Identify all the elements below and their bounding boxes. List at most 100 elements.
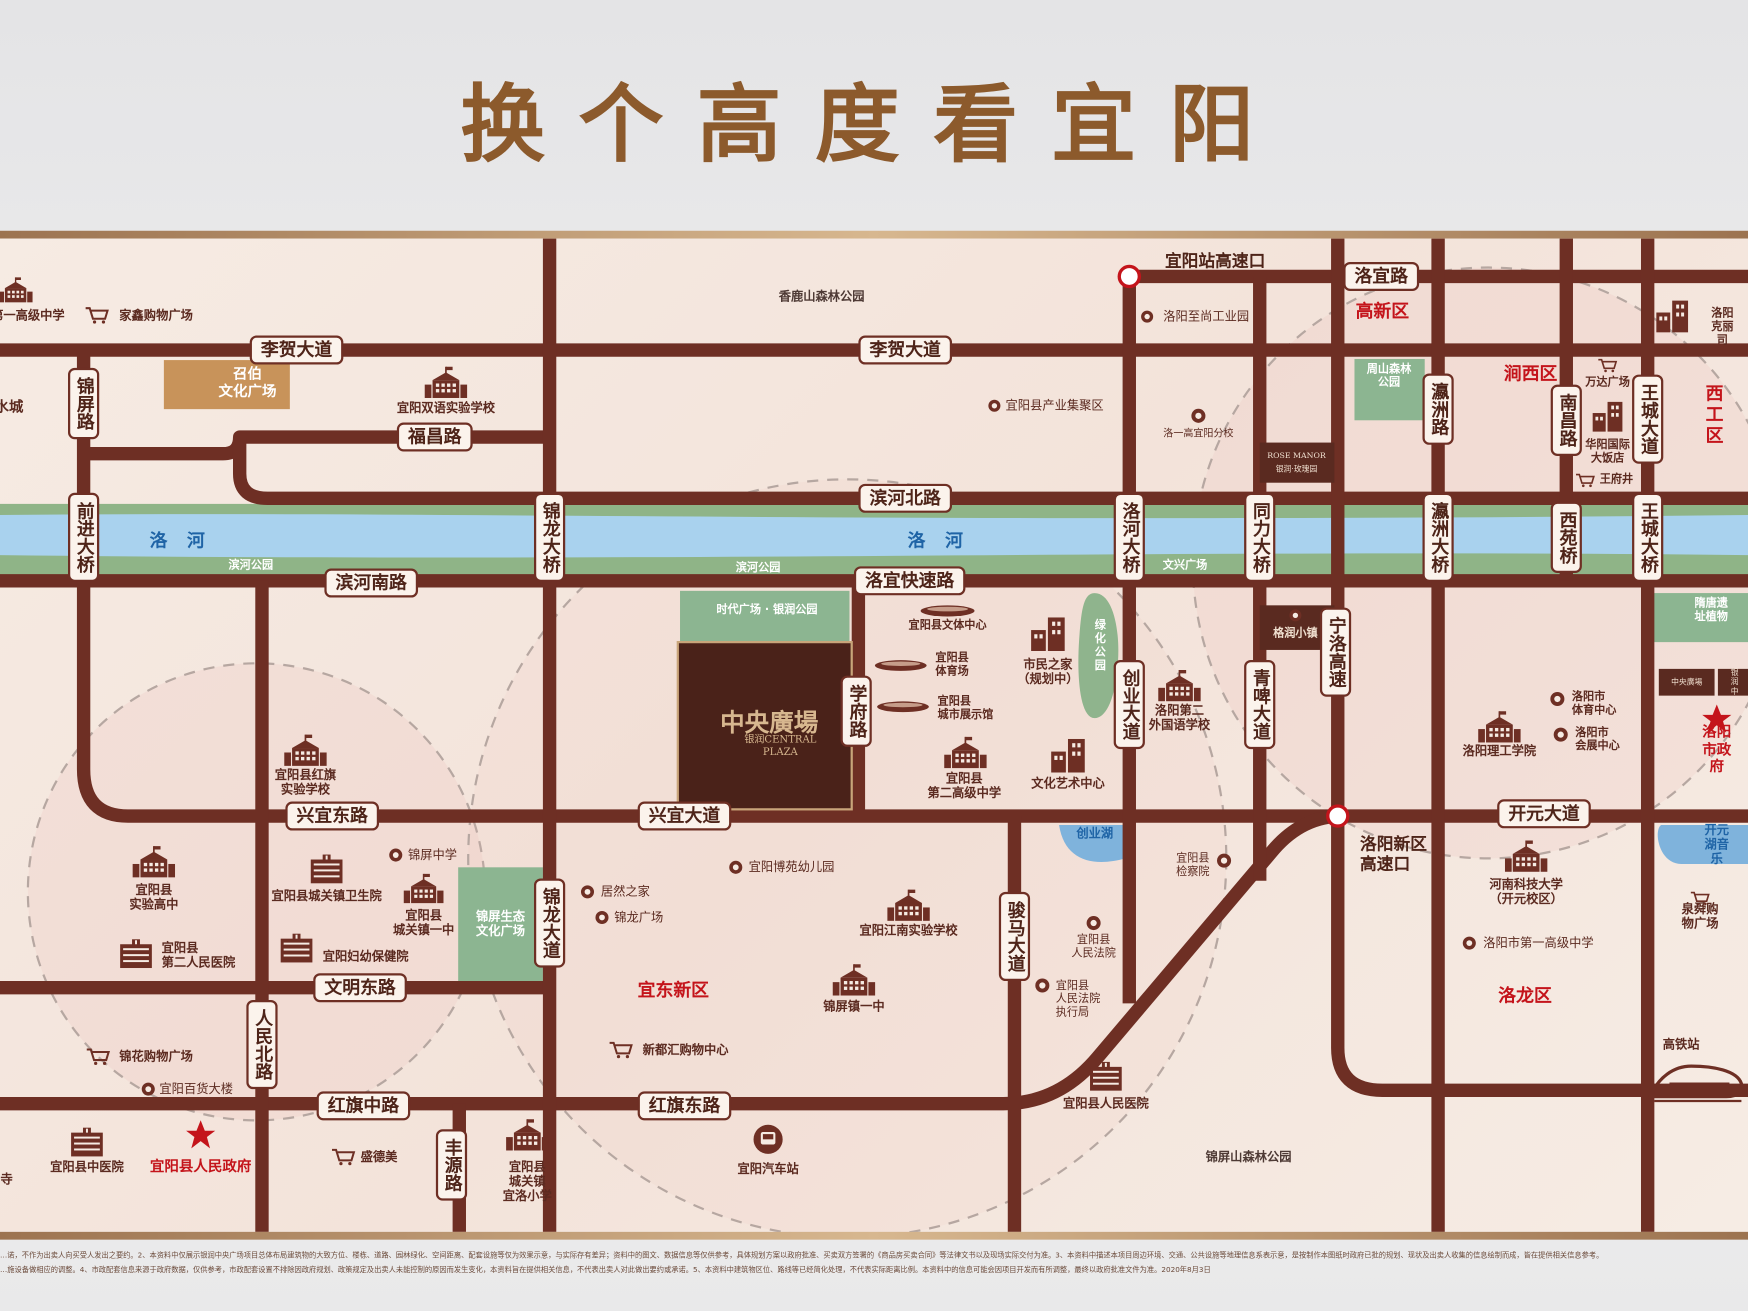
road-xingyi <box>76 350 1748 823</box>
poi-label: 文化艺术中心 <box>1031 776 1105 791</box>
bus-icon <box>752 1124 783 1155</box>
road-label-hongqi-middle: 红旗中路 <box>316 1091 411 1121</box>
road-label-chuangye: 创业大道 <box>1113 659 1145 750</box>
bridge-label-xiyuan: 西苑桥 <box>1550 501 1582 574</box>
road-binhe-north <box>232 437 1748 506</box>
road-ningluo-loop <box>1331 238 1748 1097</box>
rose-manor-cn: 银润·玫瑰园 <box>1275 464 1318 474</box>
poi-label: 宜阳双语实验学校 <box>396 400 495 416</box>
school-icon <box>943 735 988 771</box>
mini-project-box <box>1658 668 1715 696</box>
school-icon <box>1504 838 1549 874</box>
badge-icon <box>389 848 403 862</box>
park-zhoushan: 周山森林公园 <box>1366 363 1412 390</box>
park-jinpingshan: 锦屏山森林公园 <box>1205 1149 1292 1165</box>
poi-label: 新都汇购物中心 <box>642 1042 729 1058</box>
plaza-zhaobo: 召伯 文化广场 <box>218 366 277 401</box>
poi-label: 宜阳县 第二高级中学 <box>927 771 1002 801</box>
poi-label: 锦屏中学 <box>408 847 458 863</box>
badge-icon <box>1191 408 1207 424</box>
poi-label: 家鑫购物广场 <box>119 308 193 323</box>
district-xigong: 西工区 <box>1705 382 1724 447</box>
road-hongqi <box>0 809 1339 1111</box>
badge-icon <box>1086 915 1102 931</box>
gov-luoyang: 洛阳市政府 <box>1702 724 1732 776</box>
poi-label: 宜阳县 实验高中 <box>129 882 179 912</box>
bridge-label-jinlong: 锦龙大桥 <box>533 492 566 582</box>
poi-label: 洛阳市第一高级中学 <box>1483 935 1594 951</box>
badge-icon <box>595 910 609 924</box>
poi-label: 水城 <box>0 399 24 417</box>
expressway-exit-marker <box>1326 804 1350 828</box>
poi-label: 宜阳县中医院 <box>50 1159 124 1175</box>
badge-icon <box>1140 310 1153 323</box>
poi-label: 宜阳县 检察院 <box>1176 852 1210 879</box>
poi-label: 寺 <box>0 1172 13 1187</box>
poi-label: 洛阳至尚工业园 <box>1163 309 1250 324</box>
park-xianglushan: 香鹿山森林公园 <box>778 289 865 304</box>
district-gaoxin: 高新区 <box>1355 300 1410 322</box>
district-yidong: 宜东新区 <box>637 979 710 1001</box>
poi-label: 洛阳理工学院 <box>1462 744 1537 759</box>
badge-icon <box>988 399 1001 412</box>
bridge-label-wangcheng: 王城大桥 <box>1632 492 1664 582</box>
road-label-ningluo: 宁洛高速 <box>1319 607 1352 697</box>
poi-label: 万达广场 <box>1585 376 1630 390</box>
poi-label: 格润小镇 <box>1273 627 1318 640</box>
river-label: 洛 河 <box>149 529 212 552</box>
poi-label: 盛德美 <box>360 1149 398 1165</box>
poi-label: 高铁站 <box>1662 1037 1700 1052</box>
bridge-label-luohe: 洛河大桥 <box>1113 492 1145 582</box>
poi-label: 宜阳县人民医院 <box>1062 1096 1149 1111</box>
building-icon <box>1049 737 1087 773</box>
cart-icon <box>1575 473 1595 487</box>
poi-label: 宜阳县 人民法院 <box>1071 934 1116 960</box>
exit-label-luoyang-new: 洛阳新区 高速口 <box>1360 833 1427 875</box>
badge-icon <box>1553 727 1569 743</box>
top-border <box>0 230 1748 239</box>
cart-icon <box>86 1048 111 1066</box>
lake-chuangye: 创业湖 <box>1076 826 1114 842</box>
hospital-icon <box>69 1126 105 1157</box>
hospital-icon <box>118 938 154 969</box>
park-shidai: 时代广场 · 银润公园 <box>716 604 818 617</box>
poi-label: 宜阳县 城市展示馆 <box>937 695 994 722</box>
poi-label: 宜阳博苑幼儿园 <box>748 859 835 875</box>
school-icon <box>401 872 446 905</box>
badge-icon <box>580 885 594 899</box>
poi-label: 宜阳县 人民法院 执行局 <box>1055 979 1101 1019</box>
poi-label: 宜阳县 第二人民医院 <box>161 940 236 970</box>
park-jinping-eco: 锦屏生态 文化广场 <box>476 909 526 939</box>
road-label-lihe: 李贺大道 <box>249 335 344 365</box>
park-binhe: 滨河公园 <box>228 559 274 572</box>
road-label-lihe: 李贺大道 <box>858 335 953 365</box>
hospital-icon <box>1088 1060 1124 1091</box>
road-label-yingzhou: 瀛洲路 <box>1422 373 1454 445</box>
school-icon <box>1157 668 1202 704</box>
school-icon <box>283 732 328 768</box>
poi-label: 宜阳汽车站 <box>737 1162 799 1177</box>
road-label-xuefu: 学府路 <box>840 675 872 747</box>
poi-label: 洛阳克丽司 <box>1711 307 1734 347</box>
poi-label: 洛阳市 会展中心 <box>1575 726 1620 753</box>
bridge-label-yingzhou: 瀛洲大桥 <box>1422 492 1454 582</box>
zhoushan-park-box <box>1354 358 1425 421</box>
poi-label: 洛阳第二 外国语学校 <box>1148 703 1211 733</box>
poi-label: 锦屏镇一中 <box>823 999 885 1014</box>
road-label-renmin-north: 人民北路 <box>246 999 278 1090</box>
badge-icon <box>1462 936 1476 950</box>
road-label-xingyi: 兴宜大道 <box>637 801 732 831</box>
poi-label: 锦花购物广场 <box>119 1049 193 1064</box>
park-wenxing: 文兴广场 <box>1162 559 1208 572</box>
building-icon <box>1654 298 1690 334</box>
road-label-jinlong: 锦龙大道 <box>533 878 566 968</box>
road-label-jinping: 锦屏路 <box>68 367 100 440</box>
poi-label: 宜阳妇幼保健院 <box>322 949 409 964</box>
project-name: 中央廣場 <box>720 709 819 738</box>
jinping-eco-box <box>458 867 543 985</box>
district-jianxi: 涧西区 <box>1503 362 1558 384</box>
poi-label: 宜阳江南实验学校 <box>859 923 958 938</box>
school-icon <box>132 844 177 880</box>
road-label-binhe-north: 滨河北路 <box>858 483 953 513</box>
project-subtitle: 银润CENTRAL PLAZA <box>744 734 817 759</box>
